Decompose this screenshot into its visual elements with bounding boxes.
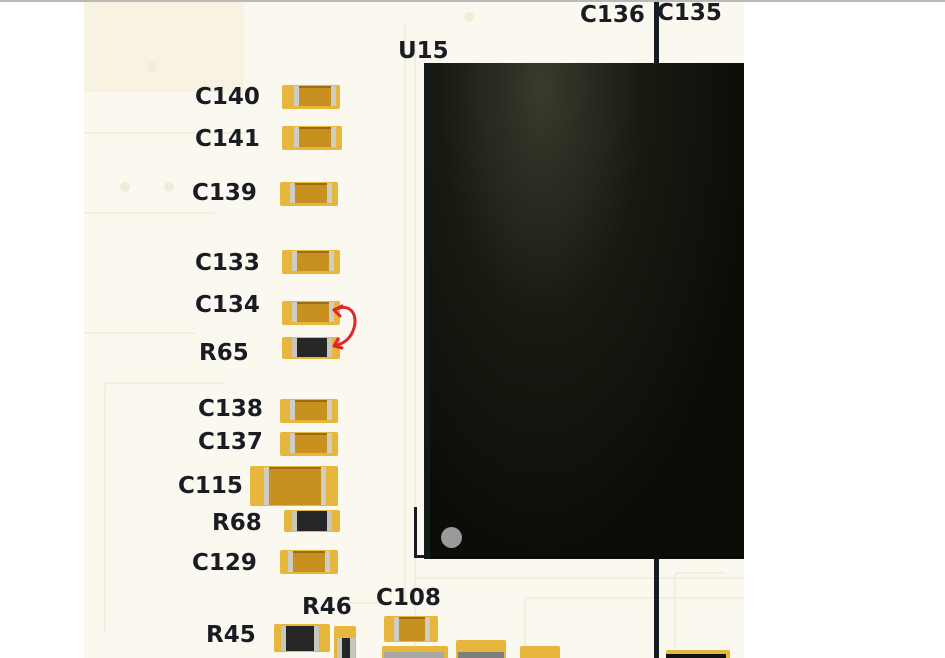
label-c139: C139: [192, 180, 257, 206]
ic-outline: [414, 555, 424, 558]
ic-u15-body[interactable]: [424, 63, 744, 559]
resistor-r65[interactable]: [292, 338, 332, 357]
capacitor-c140[interactable]: [294, 86, 336, 106]
capacitor-c138[interactable]: [290, 400, 332, 420]
trace: [84, 332, 196, 534]
component-partial[interactable]: [666, 654, 726, 658]
label-c136: C136: [580, 2, 645, 28]
trace: [524, 597, 744, 658]
capacitor-c133[interactable]: [292, 251, 334, 271]
capacitor-c141[interactable]: [294, 127, 336, 147]
capacitor-c137[interactable]: [290, 433, 332, 453]
capacitor-c115[interactable]: [264, 467, 326, 505]
silkscreen-line: [654, 558, 659, 658]
label-c129: C129: [192, 550, 257, 576]
capacitor-c129[interactable]: [288, 551, 330, 572]
trace: [104, 382, 226, 634]
label-c138: C138: [198, 396, 263, 422]
via: [147, 62, 157, 72]
capacitor-c108[interactable]: [394, 617, 430, 641]
copper-pour: [84, 2, 244, 92]
label-c140: C140: [195, 84, 260, 110]
via: [464, 12, 474, 22]
via: [120, 182, 130, 192]
component-partial[interactable]: [384, 652, 444, 658]
label-r65: R65: [199, 340, 249, 366]
pad: [520, 646, 560, 658]
trace: [84, 132, 246, 214]
label-u15: U15: [398, 38, 449, 64]
resistor-r46[interactable]: [337, 638, 355, 658]
component-partial[interactable]: [458, 652, 504, 658]
pin1-marker-icon: [441, 527, 462, 548]
label-r46: R46: [302, 594, 352, 620]
label-c141: C141: [195, 126, 260, 152]
resistor-r45[interactable]: [281, 626, 319, 651]
label-r68: R68: [212, 510, 262, 536]
label-r45: R45: [206, 622, 256, 648]
label-c135: C135: [657, 2, 722, 26]
label-c137: C137: [198, 429, 263, 455]
pcb-canvas[interactable]: C136 C135 U15 C140 C141 C139 C133 C134 R…: [84, 2, 744, 658]
resistor-r68[interactable]: [292, 511, 332, 531]
window-top-border: [0, 0, 945, 2]
silkscreen-line: [654, 2, 659, 64]
trace: [674, 572, 726, 658]
via: [164, 182, 174, 192]
capacitor-c139[interactable]: [290, 183, 332, 203]
ic-outline: [414, 507, 417, 557]
label-c108: C108: [376, 585, 441, 611]
label-c134: C134: [195, 292, 260, 318]
curved-double-arrow-icon: [332, 304, 357, 350]
label-c115: C115: [178, 473, 243, 499]
capacitor-c134[interactable]: [292, 302, 334, 322]
trace: [344, 22, 406, 604]
label-c133: C133: [195, 250, 260, 276]
trace: [84, 212, 216, 314]
